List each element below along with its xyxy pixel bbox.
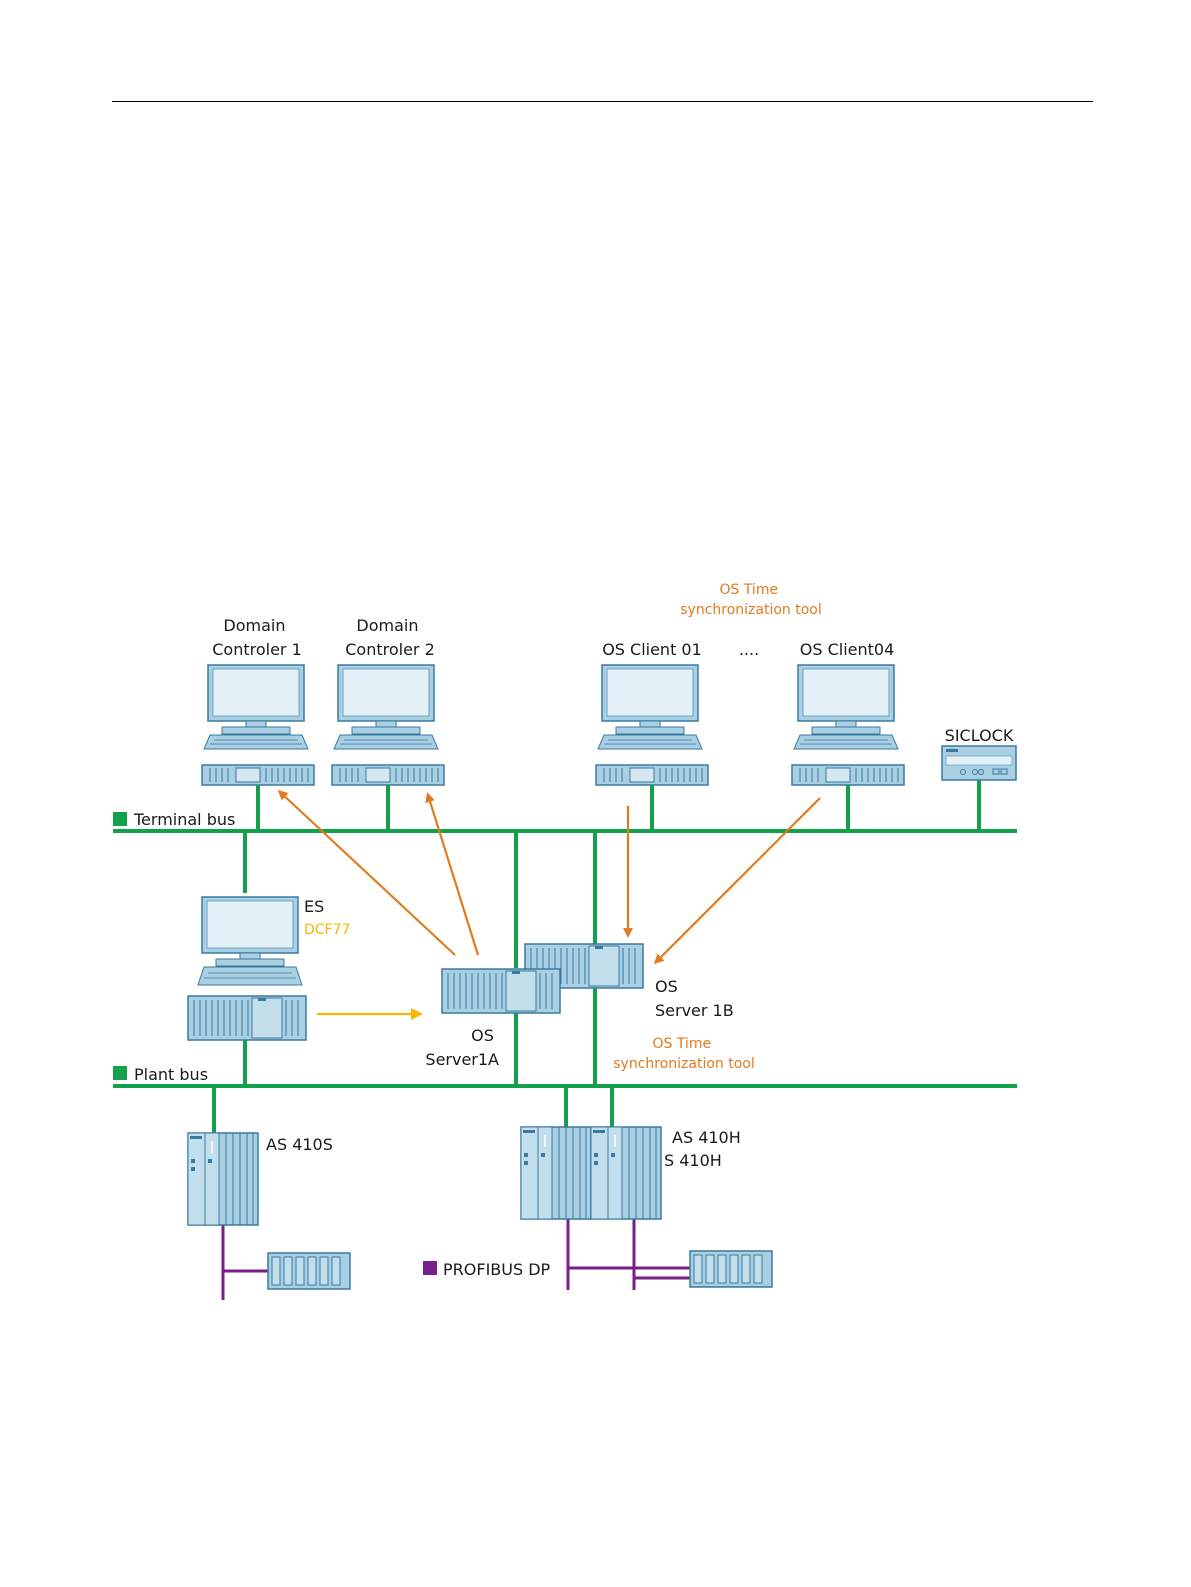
os-server-1b-label: OS Server 1B [655,977,734,1020]
os-client-04-pc [792,665,904,785]
as-410h-label: AS 410H S 410H [664,1128,746,1170]
domain-controller-1-label: Domain Controler 1 [212,616,302,659]
dcf77-label: DCF77 [304,922,350,938]
terminal-bus-label: Terminal bus [133,810,235,829]
es-station [188,897,306,1040]
sync-tool-label-bottom: OS Time synchronization tool [613,1036,755,1072]
terminal-bus [113,812,1017,831]
plant-bus-label: Plant bus [134,1065,208,1084]
os-server-1a-rack [442,969,560,1013]
as-410s-label: AS 410S [266,1135,333,1154]
as-410h-plc-2 [591,1127,661,1219]
es-label: ES [304,897,324,916]
siclock-label: SICLOCK [945,726,1014,745]
ellipsis-label: .... [739,640,759,659]
domain-controller-2-pc [332,665,444,785]
plant-bus [113,1066,1017,1086]
domain-controller-1-pc [202,665,314,785]
sync-arrows [280,792,820,962]
profibus-legend-swatch [423,1261,437,1275]
io-module-2 [690,1251,772,1287]
os-client-01-label: OS Client 01 [602,640,702,659]
domain-controller-2-label: Domain Controler 2 [345,616,435,659]
as-410h-plc-1 [521,1127,591,1219]
os-server-1a-label: OS Server1A [425,1026,499,1069]
io-module-1 [268,1253,350,1289]
siclock-device [942,746,1016,780]
sync-tool-label-top: OS Time synchronization tool [680,582,822,618]
as-410s-plc [188,1133,258,1225]
profibus-dp-label: PROFIBUS DP [443,1260,551,1279]
os-client-01-pc [596,665,708,785]
os-client-04-label: OS Client04 [800,640,895,659]
